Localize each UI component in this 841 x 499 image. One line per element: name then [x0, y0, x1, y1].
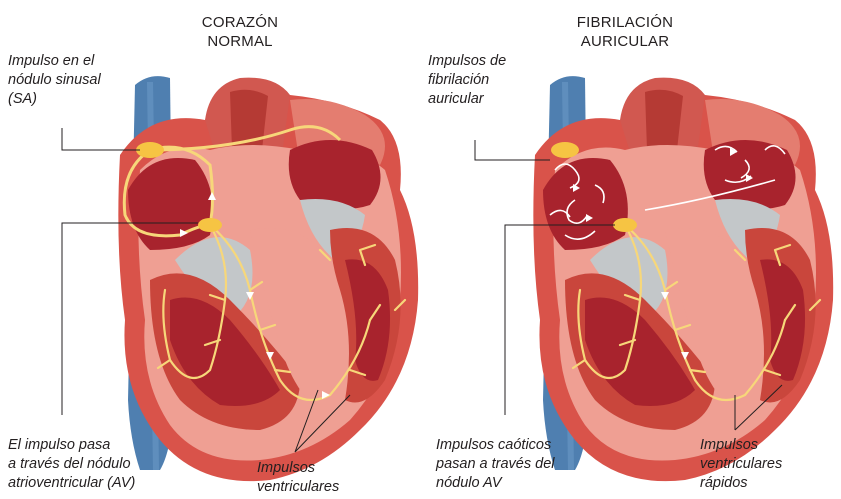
fib-ventricular-line2: ventriculares	[700, 455, 782, 474]
normal-ventricular-line1: Impulsos	[257, 459, 339, 478]
sa-label-line2: nódulo sinusal	[8, 71, 101, 90]
fib-atrial-line1: Impulsos de	[428, 52, 506, 71]
normal-heart	[118, 76, 418, 481]
fib-ventricular-line3: rápidos	[700, 474, 782, 493]
fibrillation-ventricular-label: Impulsos ventriculares rápidos	[700, 436, 782, 493]
av-label-line2: a través del nódulo	[8, 455, 135, 474]
fib-av-line2: pasan a través del	[436, 455, 555, 474]
sa-label-line1: Impulso en el	[8, 52, 101, 71]
fib-atrial-line2: fibrilación	[428, 71, 506, 90]
av-label-line1: El impulso pasa	[8, 436, 135, 455]
fib-av-line1: Impulsos caóticos	[436, 436, 555, 455]
sa-label-line3: (SA)	[8, 90, 101, 109]
av-node	[198, 218, 222, 232]
normal-ventricular-label: Impulsos ventriculares	[257, 459, 339, 497]
fibrillation-heart	[533, 76, 833, 481]
fibrillation-av-label: Impulsos caóticos pasan a través del nód…	[436, 436, 555, 493]
fib-ventricular-line1: Impulsos	[700, 436, 782, 455]
sa-node	[136, 142, 164, 158]
av-label-line3: atrioventricular (AV)	[8, 474, 135, 493]
fib-av-node	[613, 218, 637, 232]
av-node-label: El impulso pasa a través del nódulo atri…	[8, 436, 135, 493]
fib-atrial-line3: auricular	[428, 90, 506, 109]
normal-ventricular-line2: ventriculares	[257, 478, 339, 497]
sa-node-label: Impulso en el nódulo sinusal (SA)	[8, 52, 101, 109]
fib-av-line3: nódulo AV	[436, 474, 555, 493]
fibrillation-atrial-label: Impulsos de fibrilación auricular	[428, 52, 506, 109]
